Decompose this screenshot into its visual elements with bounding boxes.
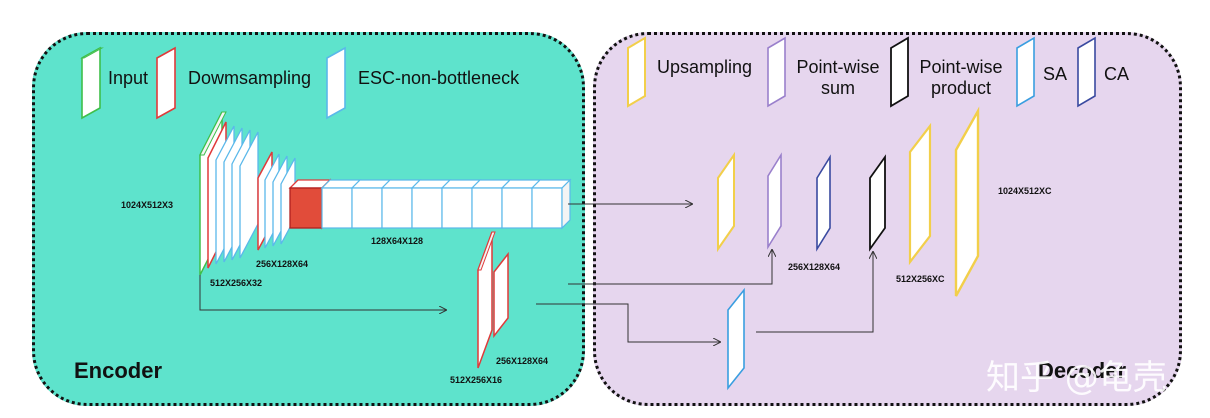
encoder-bottleneck-blocks xyxy=(320,178,572,230)
esc-block-cube xyxy=(410,179,452,229)
legend-pointwise-product-line2: product xyxy=(930,78,992,98)
legend-pointwise-sum-label: Point-wise sum xyxy=(790,57,886,99)
legend-downsampling-label: Dowmsampling xyxy=(188,68,312,88)
decoder-ca-layer xyxy=(816,154,831,252)
legend-input-icon xyxy=(80,46,104,120)
legend-pointwise-sum-line1: Point-wise xyxy=(796,57,880,77)
dim-decoder-mid: 256X128X64 xyxy=(788,262,841,272)
decoder-upsampling-3 xyxy=(954,106,980,297)
encoder-esc-stage1 xyxy=(215,125,259,265)
connection-arrows xyxy=(199,204,873,342)
legend-pointwise-sum-line2: sum xyxy=(820,78,855,98)
esc-block-cube xyxy=(530,178,572,230)
legend-sa-icon xyxy=(1016,36,1035,108)
dim-input: 1024X512X3 xyxy=(121,200,174,210)
legend-upsampling-icon xyxy=(627,36,646,108)
arrow-skip-to-sa xyxy=(536,303,720,342)
dim-skip-a: 256X128X64 xyxy=(496,356,549,366)
legend-pointwise-product-icon xyxy=(890,36,909,108)
legend-ca-icon xyxy=(1077,36,1096,108)
decoder-upsampling-2 xyxy=(908,122,932,266)
arrow-encoder-skip xyxy=(199,275,446,310)
legend-esc-icon xyxy=(326,46,346,120)
dim-stage2: 256X128X64 xyxy=(256,259,309,269)
encoder-title: Encoder xyxy=(74,358,163,383)
arrow-skip-to-sum xyxy=(568,250,772,285)
dim-stage1: 512X256X32 xyxy=(210,278,263,288)
legend-pointwise-product-line1: Point-wise xyxy=(919,57,1003,77)
legend-ca-label: CA xyxy=(1104,64,1130,84)
decoder-title: Decoder xyxy=(1038,358,1127,383)
decoder-sa-layer xyxy=(727,287,745,391)
skip-downsampling-layer-small xyxy=(493,251,509,339)
decoder-pointwise-product xyxy=(869,154,886,252)
dim-output: 1024X512XC xyxy=(998,186,1052,196)
legend-input-label: Input xyxy=(108,68,149,88)
dim-skip-b: 512X256X16 xyxy=(450,375,503,385)
legend-pointwise-sum-icon xyxy=(767,36,786,108)
arrow-sa-to-product xyxy=(756,252,873,333)
legend-sa-label: SA xyxy=(1043,64,1068,84)
watermark-text: 知乎 @龟壳 xyxy=(986,358,1167,398)
dim-bottleneck: 128X64X128 xyxy=(371,236,424,246)
legend-esc-label: ESC-non-bottleneck xyxy=(358,68,520,88)
esc-block-cube xyxy=(470,179,512,229)
esc-block-cube xyxy=(500,179,542,229)
legend-downsampling-icon xyxy=(156,46,176,120)
dim-decoder-up: 512X256XC xyxy=(896,274,945,284)
decoder-pointwise-sum-1 xyxy=(767,152,782,250)
legend-pointwise-product-label: Point-wise product xyxy=(911,57,1011,99)
decoder-upsampling-1 xyxy=(717,151,735,253)
legend-upsampling-label: Upsampling xyxy=(657,57,753,77)
skip-downsampling-layer-large xyxy=(477,231,496,369)
